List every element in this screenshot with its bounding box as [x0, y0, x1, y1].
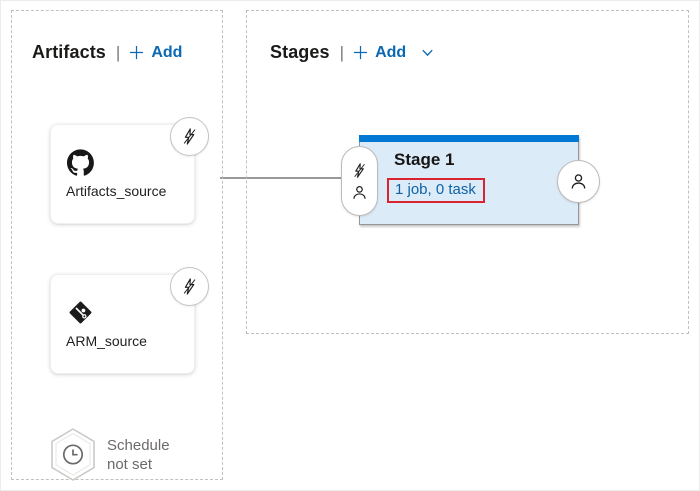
plus-icon — [129, 45, 144, 60]
pre-deployment-conditions-button[interactable] — [341, 146, 378, 216]
artifacts-panel-title: Artifacts — [32, 42, 106, 62]
github-icon — [67, 149, 94, 176]
chevron-down-icon — [420, 45, 435, 60]
header-separator: | — [339, 42, 345, 62]
artifact-name: ARM_source — [66, 333, 147, 349]
add-artifact-button[interactable]: Add — [129, 44, 182, 62]
stage-name: Stage 1 — [394, 150, 455, 169]
stage-card[interactable]: Stage 1 1 job, 0 task — [341, 135, 600, 225]
add-stage-label: Add — [375, 43, 407, 61]
trigger-disabled-icon[interactable] — [170, 117, 209, 156]
stage-status-bar — [359, 135, 579, 142]
clock-icon — [62, 444, 84, 465]
schedule-label: Schedule not set — [107, 437, 170, 473]
person-icon — [351, 184, 368, 201]
artifact-stage-connector-line — [220, 177, 343, 179]
artifact-card-artifacts-source[interactable]: Artifacts_source — [50, 117, 209, 224]
stages-panel-title: Stages — [270, 42, 330, 62]
plus-icon — [353, 45, 368, 60]
schedule-hexagon-button[interactable] — [48, 426, 98, 484]
post-deployment-conditions-button[interactable] — [557, 160, 600, 203]
add-artifact-label: Add — [151, 43, 183, 61]
highlight-box: 1 job, 0 task — [387, 178, 485, 203]
add-stage-button[interactable]: Add — [353, 44, 435, 62]
artifact-card-arm-source[interactable]: ARM_source — [50, 267, 209, 374]
schedule-row: Schedule not set — [48, 426, 181, 484]
trigger-disabled-icon[interactable] — [170, 267, 209, 306]
stages-panel: Stages | Add — [246, 10, 689, 334]
git-icon — [67, 299, 94, 326]
header-separator: | — [115, 42, 121, 62]
trigger-disabled-icon — [351, 162, 368, 179]
stage-jobs-tasks-link[interactable]: 1 job, 0 task — [395, 181, 476, 198]
artifacts-panel: Artifacts | Add Artifacts_source — [11, 10, 223, 481]
artifact-name: Artifacts_source — [66, 183, 167, 199]
person-icon — [569, 172, 588, 191]
